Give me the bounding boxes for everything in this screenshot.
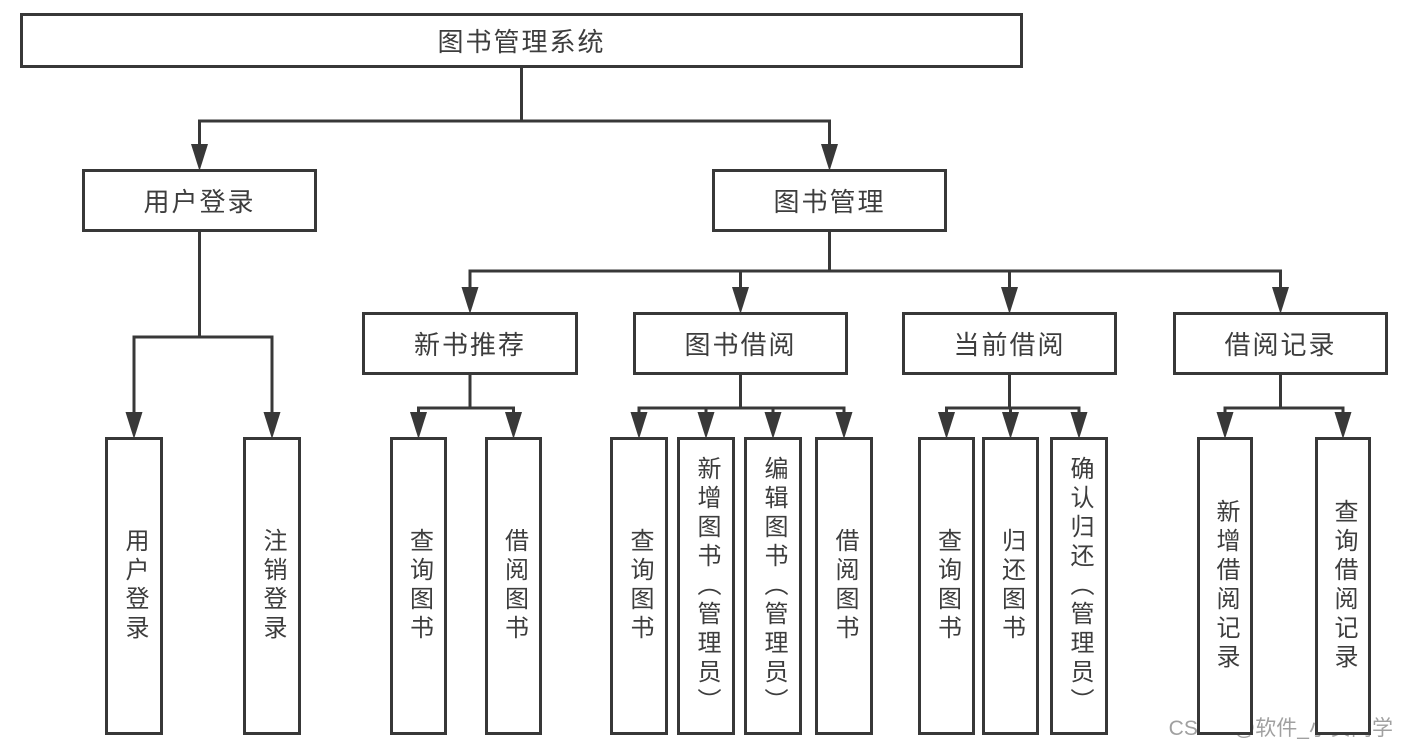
node-label: 查询借阅记录: [1330, 499, 1357, 673]
node-user-login-group: 用户登录: [82, 169, 317, 232]
node-label: 编辑图书（管理员）: [760, 455, 787, 717]
node-root: 图书管理系统: [20, 13, 1023, 68]
node-leaf-confirm-return: 确认归还（管理员）: [1050, 437, 1108, 735]
node-leaf-edit-books: 编辑图书（管理员）: [744, 437, 802, 735]
node-leaf-add-books: 新增图书（管理员）: [677, 437, 735, 735]
arrowhead-icon: [764, 412, 782, 439]
arrowhead-icon: [1070, 412, 1088, 439]
node-leaf-query-books-2: 查询图书: [610, 437, 668, 735]
node-current-borrow: 当前借阅: [902, 312, 1117, 375]
node-label: 图书管理系统: [437, 27, 606, 57]
node-label: 用户登录: [143, 187, 256, 217]
node-leaf-query-borrow-record: 查询借阅记录: [1315, 437, 1371, 735]
arrowhead-icon: [1001, 287, 1018, 314]
node-book-mgmt: 图书管理: [712, 169, 947, 232]
node-label: 确认归还（管理员）: [1066, 455, 1093, 717]
arrowhead-icon: [505, 412, 522, 439]
arrowhead-icon: [1216, 412, 1234, 439]
node-label: 用户登录: [121, 528, 148, 644]
node-label: 新增图书（管理员）: [693, 455, 720, 717]
arrowhead-icon: [732, 287, 749, 314]
arrowhead-icon: [263, 412, 281, 439]
node-label: 查询图书: [933, 528, 961, 644]
node-leaf-borrow-books-1: 借阅图书: [485, 437, 542, 735]
arrowhead-icon: [835, 412, 853, 439]
node-leaf-user-login: 用户登录: [105, 437, 163, 735]
node-label: 借阅图书: [500, 528, 528, 644]
node-label: 查询图书: [405, 528, 433, 644]
node-label: 借阅记录: [1224, 330, 1337, 360]
arrowhead-icon: [410, 412, 427, 439]
node-leaf-query-books-1: 查询图书: [390, 437, 447, 735]
node-label: 新书推荐: [413, 330, 526, 360]
node-label: 新增借阅记录: [1212, 499, 1239, 673]
node-leaf-return-books: 归还图书: [982, 437, 1039, 735]
node-label: 归还图书: [997, 528, 1025, 644]
arrowhead-icon: [1002, 412, 1019, 439]
node-label: 图书管理: [773, 187, 886, 217]
node-label: 查询图书: [626, 528, 653, 644]
node-leaf-query-books-3: 查询图书: [918, 437, 975, 735]
node-label: 注销登录: [259, 528, 286, 644]
arrowhead-icon: [697, 412, 715, 439]
arrowhead-icon: [1272, 287, 1289, 314]
node-leaf-add-borrow-record: 新增借阅记录: [1197, 437, 1253, 735]
node-label: 当前借阅: [953, 330, 1066, 360]
arrowhead-icon: [938, 412, 955, 439]
node-leaf-borrow-books-2: 借阅图书: [815, 437, 873, 735]
node-new-book-rec: 新书推荐: [362, 312, 578, 375]
arrowhead-icon: [1334, 412, 1352, 439]
node-book-borrow: 图书借阅: [633, 312, 848, 375]
arrowhead-icon: [191, 144, 208, 171]
arrowhead-icon: [630, 412, 648, 439]
node-borrow-records: 借阅记录: [1173, 312, 1388, 375]
arrowhead-icon: [461, 287, 479, 314]
arrowhead-icon: [125, 412, 143, 439]
node-leaf-logout: 注销登录: [243, 437, 301, 735]
node-label: 图书借阅: [684, 330, 797, 360]
node-label: 借阅图书: [831, 528, 858, 644]
arrowhead-icon: [821, 144, 838, 171]
